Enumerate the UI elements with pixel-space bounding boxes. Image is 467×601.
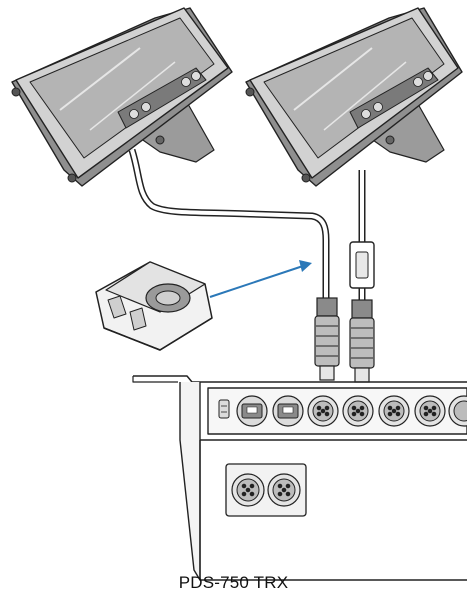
unit-switch bbox=[218, 399, 230, 419]
ferrite-on-cable bbox=[349, 241, 375, 289]
lower-xlr-port-1 bbox=[231, 473, 265, 507]
ethercon-port-1 bbox=[236, 395, 268, 427]
xlr-port-2 bbox=[342, 395, 374, 427]
led-fixture-left bbox=[11, 7, 233, 187]
pds-750-trx-unit bbox=[132, 375, 467, 581]
xlr-port-5-partial bbox=[448, 395, 467, 427]
xlr-port-3 bbox=[378, 395, 410, 427]
fixture-left-lens bbox=[29, 17, 215, 159]
device-caption: PDS-750 TRX bbox=[178, 573, 289, 592]
lower-xlr-port-2 bbox=[267, 473, 301, 507]
xlr-connector-right bbox=[349, 299, 375, 383]
xlr-port-4 bbox=[414, 395, 446, 427]
ethercon-port-2 bbox=[272, 395, 304, 427]
ferrite-arrow bbox=[209, 260, 312, 298]
ferrite-core bbox=[95, 261, 213, 351]
led-fixture-right bbox=[245, 7, 463, 187]
fixture-right-lens bbox=[263, 17, 445, 159]
xlr-port-1 bbox=[307, 395, 339, 427]
xlr-connector-left bbox=[314, 297, 340, 381]
